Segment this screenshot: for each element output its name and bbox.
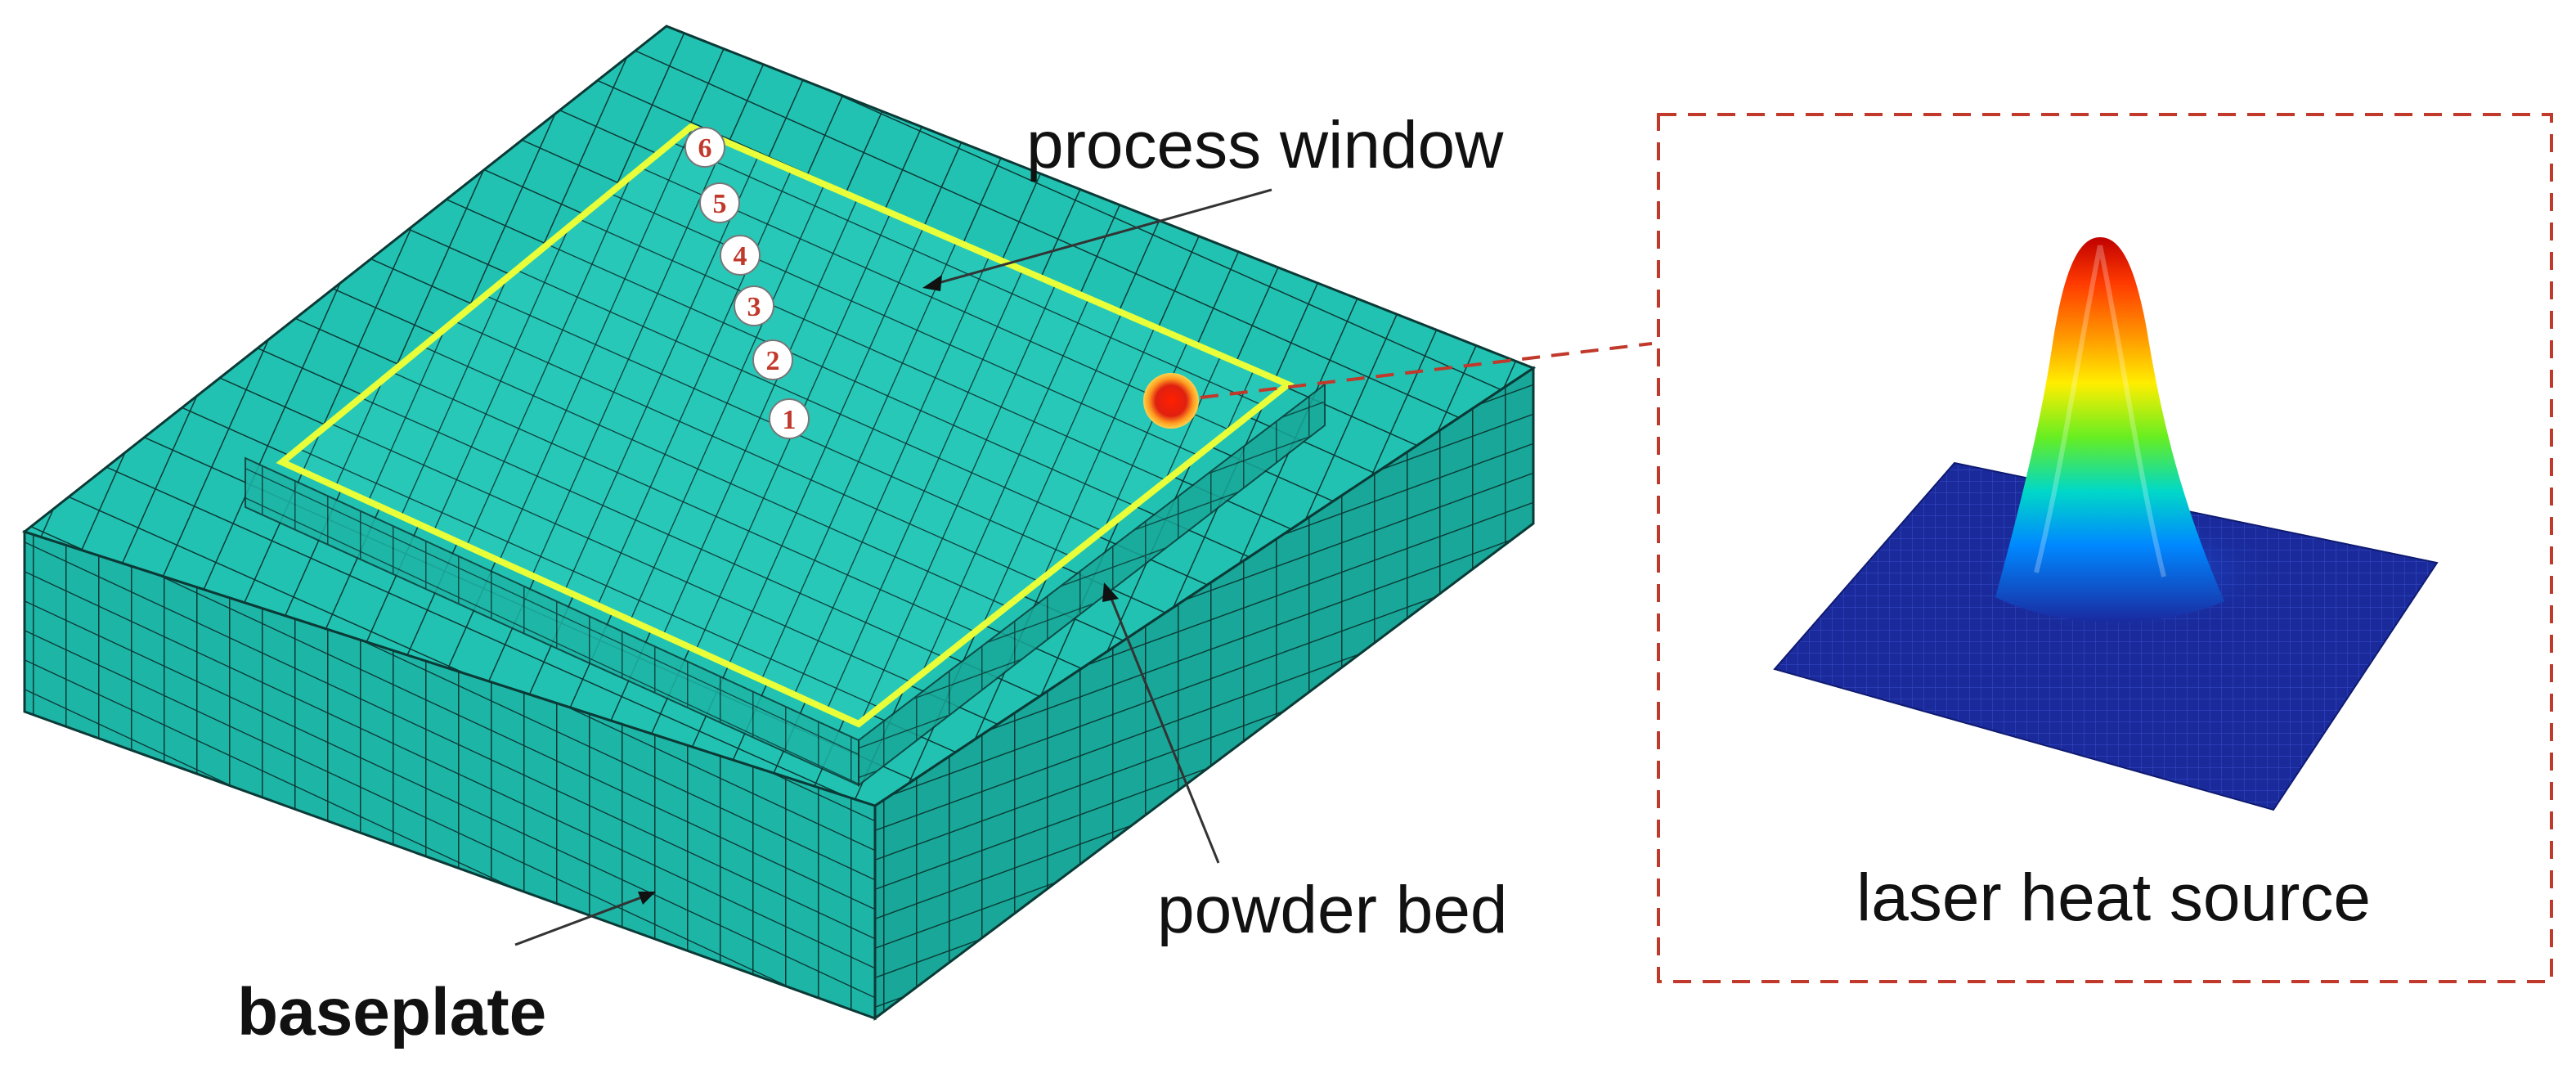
process-window-arrowhead: [922, 275, 942, 291]
scan-marker-label: 5: [713, 189, 727, 219]
scan-marker-circle: [720, 235, 761, 276]
laser-spot: [1143, 373, 1199, 429]
label-powder-bed: powder bed: [1157, 873, 1508, 947]
scan-marker-label: 2: [766, 346, 780, 376]
powder-bed-wall-right: [858, 382, 1326, 788]
gaussian-heat-source: [1773, 237, 2439, 811]
scan-marker-circle: [752, 339, 793, 380]
scan-marker-label: 3: [747, 292, 761, 322]
scan-marker-label: 4: [734, 241, 747, 272]
scan-marker-circle: [734, 285, 774, 326]
powder-bed-leader: [1106, 590, 1220, 864]
callout-connector: [1200, 342, 1653, 399]
scan-marker-label: 1: [783, 405, 797, 435]
scan-marker-circle: [699, 182, 740, 223]
label-baseplate: baseplate: [237, 975, 546, 1049]
powder-bed-arrowhead: [1102, 582, 1119, 602]
scan-marker-circle: [684, 127, 725, 168]
leader-lines: [514, 188, 1272, 946]
gaussian-peak-ridge: [2034, 245, 2166, 577]
process-window-outline: [276, 123, 1295, 728]
callout-box: [1657, 113, 2553, 983]
scan-marker-label: 6: [698, 133, 712, 164]
gaussian-peak: [1995, 237, 2224, 622]
label-laser-heat-source: laser heat source: [1856, 861, 2371, 935]
callout: [1200, 113, 2553, 983]
scan-marker-circle: [769, 398, 810, 439]
label-process-window: process window: [1026, 108, 1504, 182]
baseplate-arrowhead: [638, 892, 656, 905]
process-window-leader: [931, 188, 1272, 286]
baseplate-leader: [514, 894, 647, 946]
